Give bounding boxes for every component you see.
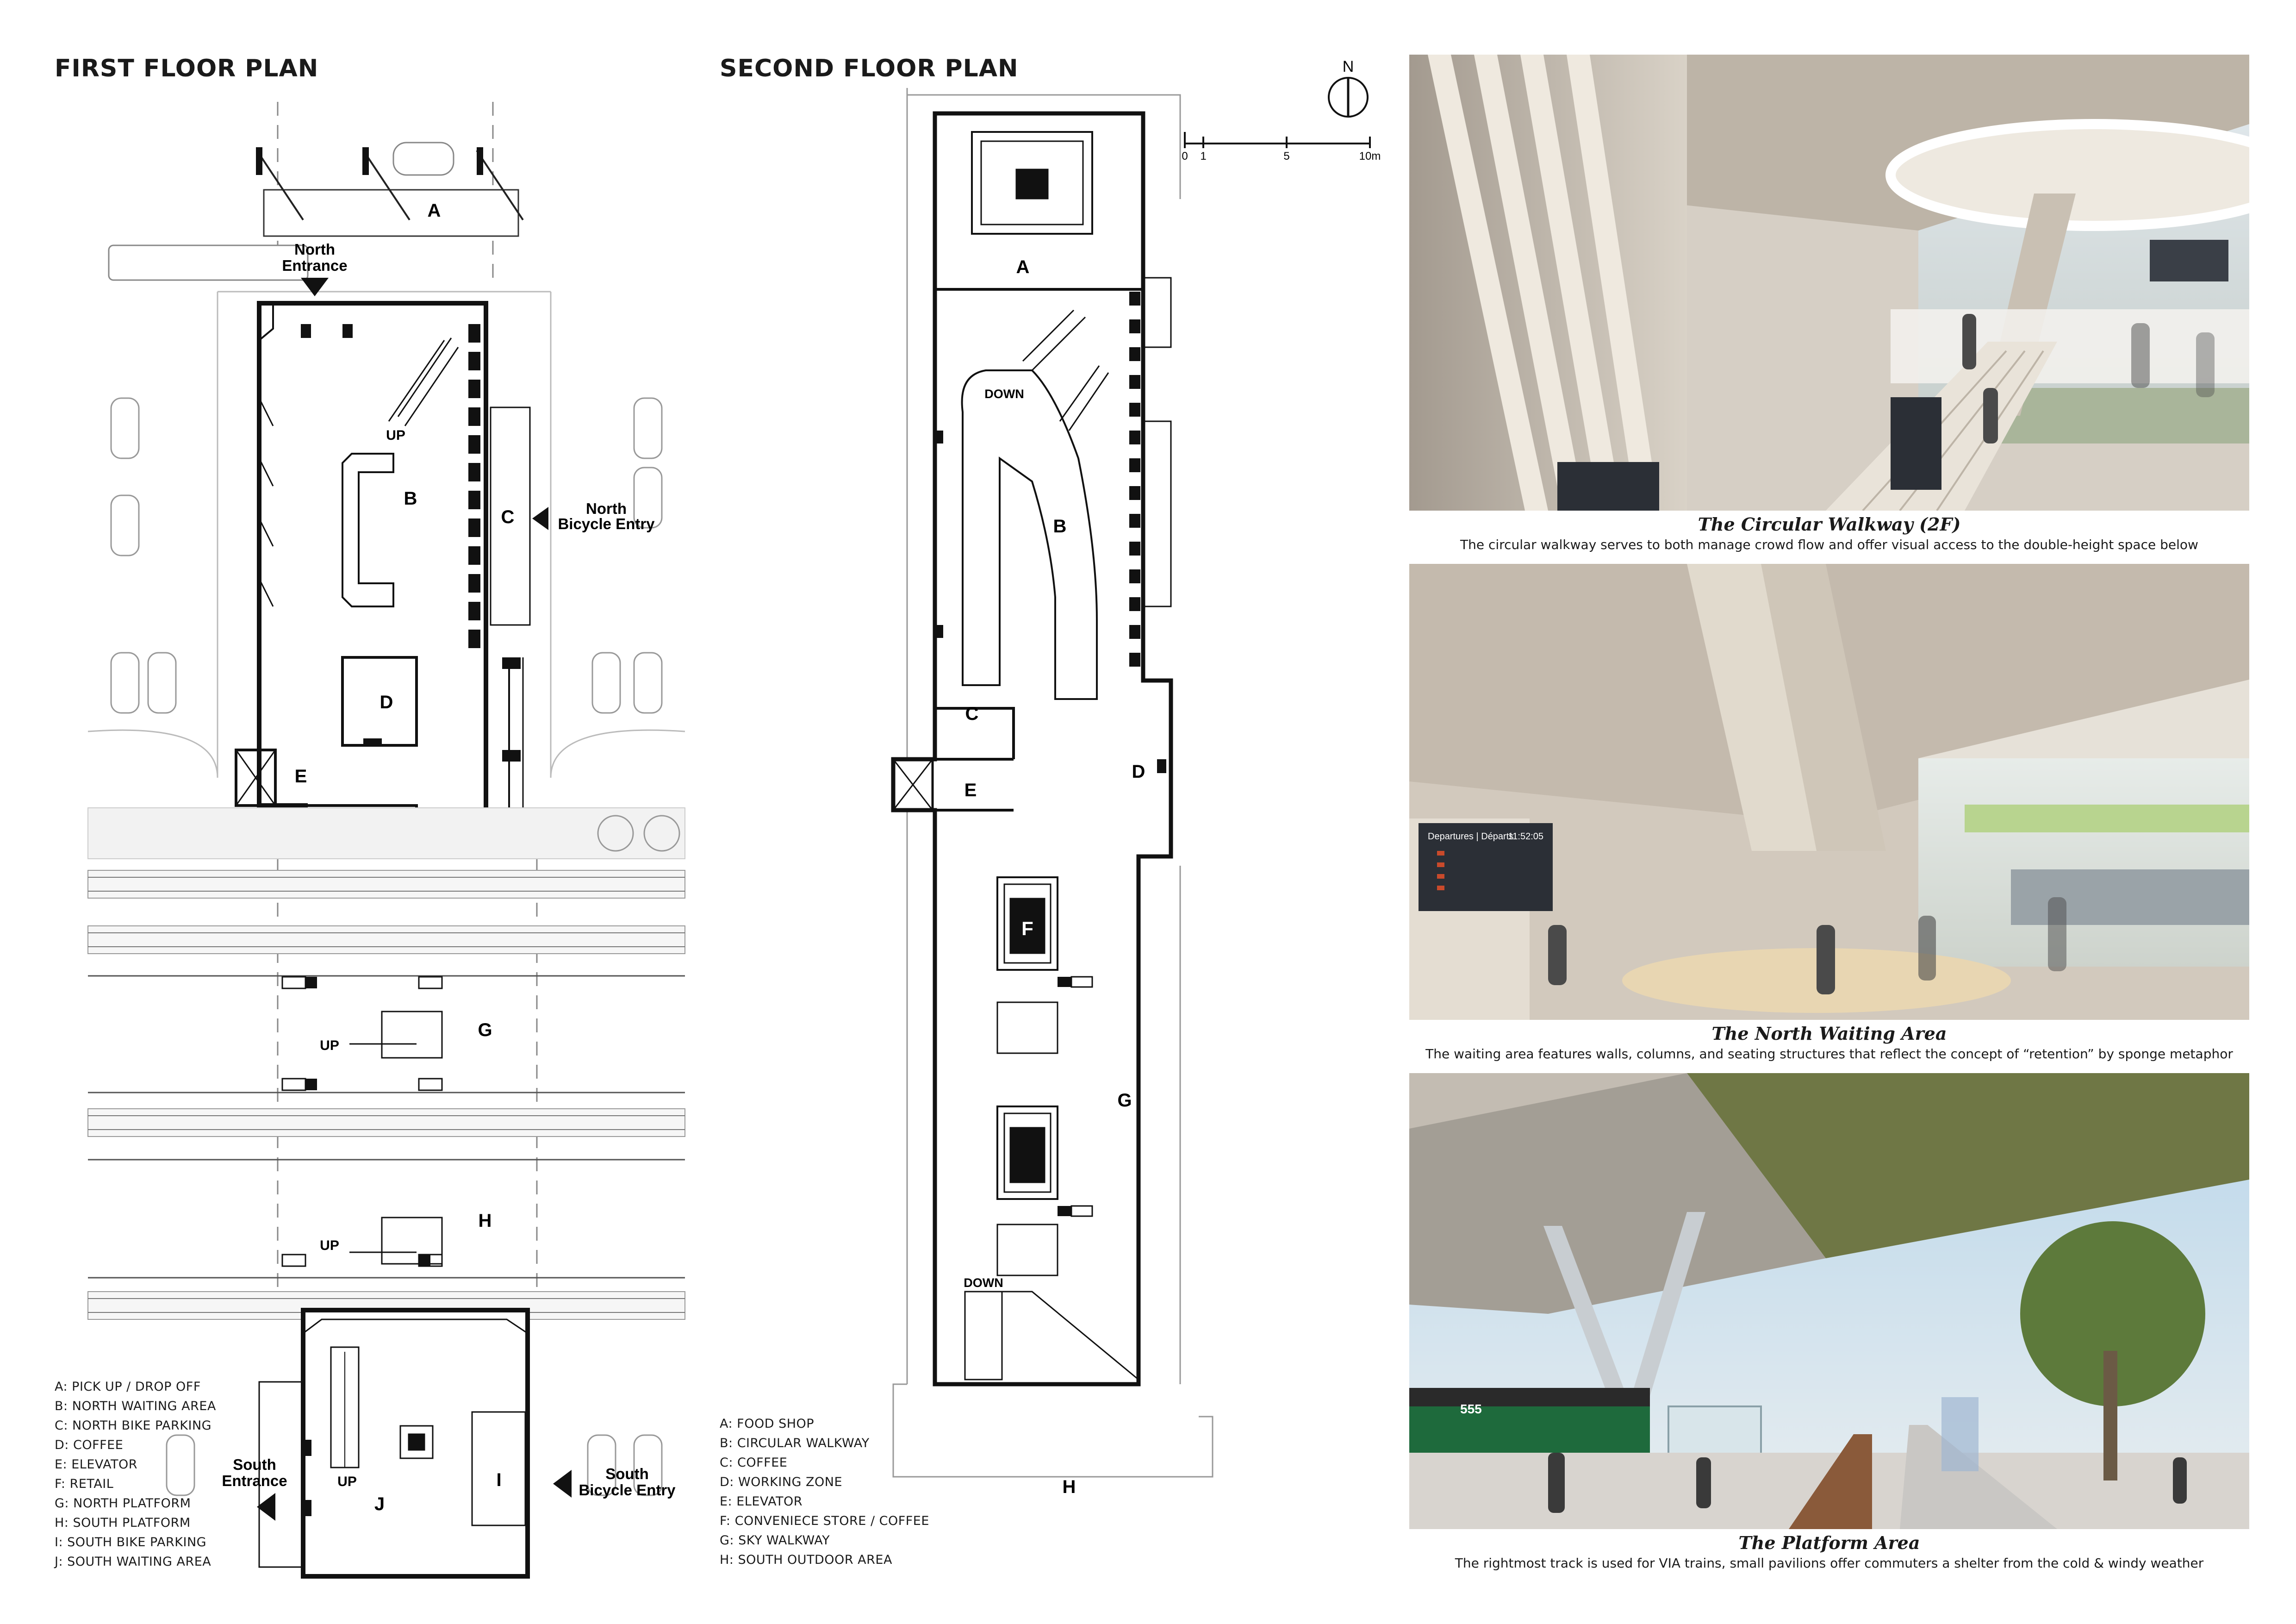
- first-label-g: G: [478, 1020, 492, 1040]
- first-label-h: H: [479, 1211, 492, 1231]
- north-arrow-label: N: [1343, 58, 1354, 75]
- north-bike-line1: North: [586, 500, 627, 517]
- north-bike-line2: Bicycle Entry: [558, 515, 655, 532]
- legend-item: E: ELEVATOR: [55, 1457, 138, 1472]
- north-arrow-icon: [1328, 77, 1369, 118]
- second-label-down-2: DOWN: [964, 1276, 1003, 1290]
- legend-item: A: FOOD SHOP: [720, 1417, 815, 1431]
- legend-item: H: SOUTH PLATFORM: [55, 1516, 191, 1530]
- scale-0: 0: [1182, 150, 1188, 162]
- render-3-caption: The rightmost track is used for VIA trai…: [1455, 1555, 2204, 1571]
- north-arrow-and-scale: N 0 1 5 10m: [1182, 58, 1381, 162]
- south-entrance-line2: Entrance: [222, 1472, 287, 1489]
- departure-board-time: 11:52:05: [1508, 831, 1543, 842]
- render-2-caption: The waiting area features walls, columns…: [1425, 1046, 2233, 1062]
- render-3-title: The Platform Area: [1738, 1532, 1920, 1553]
- second-floor-plan: A DOWN B C D E F G DOWN H: [891, 88, 1213, 1497]
- legend-item: B: NORTH WAITING AREA: [55, 1399, 216, 1413]
- legend-item: G: SKY WALKWAY: [720, 1533, 830, 1548]
- second-label-a: A: [1016, 257, 1030, 277]
- legend-item: J: SOUTH WAITING AREA: [55, 1555, 212, 1569]
- south-bike-arrow-icon: [553, 1470, 572, 1498]
- first-label-a: A: [428, 200, 441, 221]
- north-entrance-line1: North: [294, 241, 335, 258]
- render-circular-walkway: [1409, 55, 2249, 511]
- legend-item: F: RETAIL: [55, 1477, 114, 1491]
- legend-item: A: PICK UP / DROP OFF: [55, 1380, 201, 1394]
- legend-item: H: SOUTH OUTDOOR AREA: [720, 1553, 892, 1567]
- first-floor-plan: A North Entrance: [87, 102, 685, 1579]
- first-label-e: E: [295, 766, 307, 787]
- south-entrance-line1: South: [233, 1456, 276, 1473]
- south-bike-line1: South: [605, 1465, 648, 1482]
- second-label-d: D: [1132, 762, 1145, 782]
- scale-10m: 10m: [1359, 150, 1381, 162]
- legend-item: C: COFFEE: [720, 1455, 788, 1470]
- legend-item: D: WORKING ZONE: [720, 1475, 843, 1489]
- legend-item: F: CONVENIECE STORE / COFFEE: [720, 1514, 929, 1528]
- south-entrance-arrow-icon: [257, 1493, 275, 1521]
- north-bike-arrow-icon: [532, 507, 548, 530]
- train-number: 555: [1460, 1402, 1482, 1416]
- first-label-b: B: [404, 488, 417, 509]
- south-bike-line2: Bicycle Entry: [579, 1481, 676, 1499]
- legend-item: G: NORTH PLATFORM: [55, 1496, 191, 1511]
- first-label-up-1: UP: [386, 428, 405, 443]
- first-label-up-g: UP: [320, 1038, 339, 1053]
- first-label-d: D: [380, 692, 393, 712]
- first-label-up-j: UP: [337, 1474, 357, 1489]
- render-north-waiting-area: Departures | Départs 11:52:05: [1409, 564, 2249, 1020]
- scale-1: 1: [1200, 150, 1206, 162]
- legend-item: B: CIRCULAR WALKWAY: [720, 1436, 870, 1450]
- legend-item: E: ELEVATOR: [720, 1494, 803, 1509]
- departure-board-title: Departures | Départs: [1428, 831, 1513, 842]
- second-label-b: B: [1053, 516, 1067, 537]
- second-label-c: C: [965, 704, 979, 724]
- render-2-title: The North Waiting Area: [1711, 1023, 1947, 1044]
- render-1-title: The Circular Walkway (2F): [1698, 514, 1961, 535]
- second-label-e: E: [964, 780, 977, 800]
- first-floor-legend: A: PICK UP / DROP OFF B: NORTH WAITING A…: [55, 1377, 216, 1572]
- first-label-c: C: [501, 507, 515, 527]
- north-entrance-line2: Entrance: [282, 257, 347, 274]
- legend-item: I: SOUTH BIKE PARKING: [55, 1535, 207, 1549]
- second-label-g: G: [1117, 1090, 1132, 1111]
- second-floor-legend: A: FOOD SHOP B: CIRCULAR WALKWAY C: COFF…: [720, 1414, 929, 1570]
- second-floor-title: SECOND FLOOR PLAN: [720, 55, 1019, 82]
- legend-item: D: COFFEE: [55, 1438, 124, 1452]
- first-label-j: J: [374, 1494, 385, 1514]
- second-label-down-1: DOWN: [984, 387, 1024, 401]
- first-label-up-h: UP: [320, 1238, 339, 1253]
- scale-5: 5: [1283, 150, 1289, 162]
- render-1-caption: The circular walkway serves to both mana…: [1460, 537, 2198, 552]
- render-platform-area: 555: [1409, 1073, 2249, 1529]
- second-label-f: F: [1021, 918, 1033, 939]
- first-floor-title: FIRST FLOOR PLAN: [55, 55, 319, 82]
- first-label-i: I: [496, 1470, 501, 1490]
- legend-item: C: NORTH BIKE PARKING: [55, 1418, 212, 1433]
- second-label-h: H: [1063, 1477, 1076, 1497]
- north-entrance-arrow-icon: [301, 278, 329, 296]
